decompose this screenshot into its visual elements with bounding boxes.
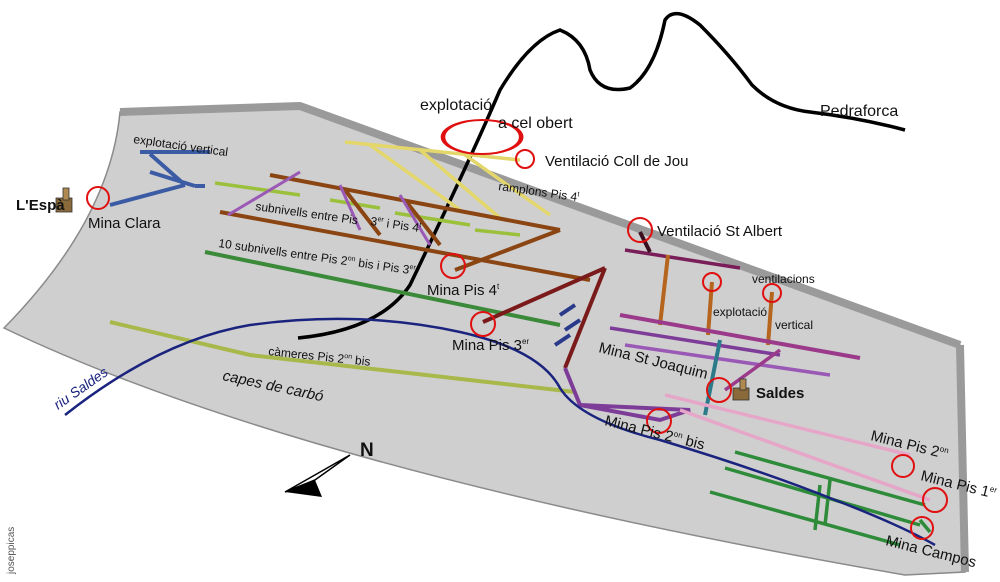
vent-coll-jou-label: Ventilació Coll de Jou [545,153,688,170]
subnivells-label-2: 3er i Pis 4t [370,214,422,235]
author-credit: joseppicas [6,527,17,575]
pis2bis-loop [563,367,691,423]
pedraforca-label: Pedraforca [820,103,898,120]
mina-pis4-label: Mina Pis 4t [427,282,500,299]
espa-label: L'Espà [16,197,65,214]
pis4-network [219,173,591,282]
explotacio-vertical-right-1: explotació [713,305,767,319]
mina-clara-label: Mina Clara [88,215,161,232]
terrain-slab [2,105,966,576]
ramplons-pis4 [344,140,552,220]
riu-saldes-river [64,317,936,547]
north-arrow-icon [284,454,351,497]
green-lower-right [709,450,932,547]
ventilacions-label: ventilacions [752,272,815,286]
church-icon-saldes [732,378,750,401]
cameres-pis2bis [109,320,576,394]
church-icon-espa [55,187,73,213]
terrain-right-edge [956,344,969,573]
right-workings [609,231,931,502]
subnivells-purple [227,170,432,246]
explotacio-vertical-right-2: vertical [775,318,813,332]
north-label: N [360,440,374,461]
mina-pis3-label: Mina Pis 3er [452,337,529,354]
location-circles [86,119,948,540]
open-pit-label-2: a cel obert [498,115,573,132]
terrain-top-edge [119,102,962,349]
pedraforca-line [297,11,906,340]
saldes-label: Saldes [756,385,804,402]
open-pit-label-1: explotació [420,97,492,114]
explotacio-vertical-left [109,150,210,207]
pis3-network [482,266,607,369]
navy-ticks [553,303,582,347]
vent-st-albert-label: Ventilació St Albert [657,223,783,240]
